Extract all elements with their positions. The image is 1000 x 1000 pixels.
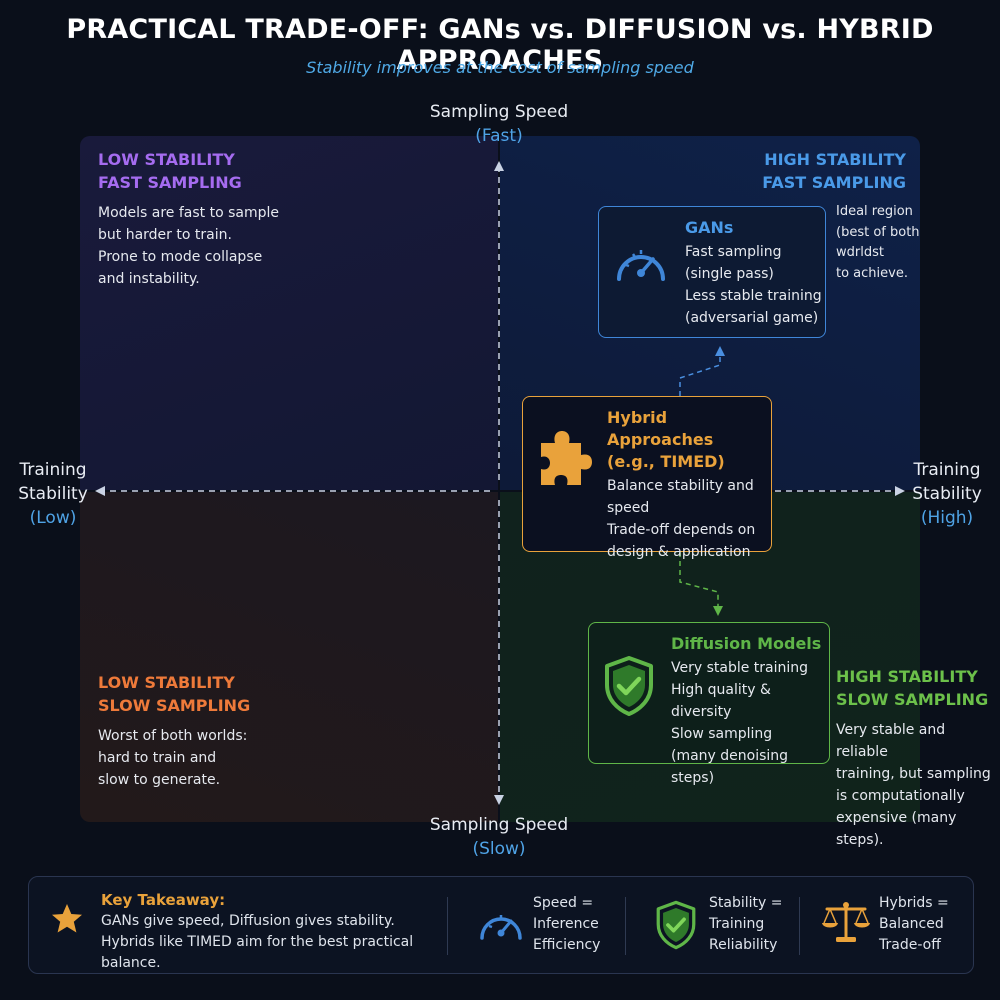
quadrant-br-line: Very stable and reliable bbox=[836, 722, 946, 760]
quadrant-tr-line: wdrldst bbox=[836, 245, 884, 260]
star-icon bbox=[52, 904, 82, 933]
quadrant-br-title-1: HIGH STABILITY bbox=[836, 667, 978, 686]
hybrid-card-line: design & application bbox=[607, 544, 751, 560]
quadrant-bl-line: hard to train and bbox=[98, 750, 217, 766]
legend-hybrids-line: Trade-off bbox=[879, 937, 941, 953]
quadrant-tl-line: Prone to mode collapse bbox=[98, 249, 263, 265]
quadrant-low-stability-slow-sampling bbox=[80, 492, 498, 822]
legend-speed-line: Speed = bbox=[533, 895, 594, 911]
puzzle-piece-icon bbox=[541, 431, 592, 485]
quadrant-tr-title-1: HIGH STABILITY bbox=[764, 150, 906, 169]
diffusion-card: Diffusion Models Very stable training Hi… bbox=[588, 622, 830, 786]
key-takeaway-line: Hybrids like TIMED aim for the best prac… bbox=[101, 934, 414, 971]
key-takeaway-line: GANs give speed, Diffusion gives stabili… bbox=[101, 913, 395, 929]
gans-card: GANs Fast sampling (single pass) Less st… bbox=[598, 206, 826, 338]
quadrant-tr-line: Ideal region bbox=[836, 204, 913, 219]
quadrant-tl-title-1: LOW STABILITY bbox=[98, 150, 235, 169]
legend-speed-line: Efficiency bbox=[533, 937, 601, 953]
quadrant-text-top-left: LOW STABILITY FAST SAMPLING Models are f… bbox=[98, 148, 458, 290]
gans-card-title: GANs bbox=[685, 218, 734, 237]
connector-hybrid-to-diffusion bbox=[679, 552, 723, 616]
gans-card-line: Fast sampling bbox=[685, 244, 782, 260]
key-takeaway-title: Key Takeaway: bbox=[101, 891, 226, 909]
axis-right-sub: (High) bbox=[920, 508, 974, 528]
shield-check-icon bbox=[605, 656, 653, 716]
axis-bottom-sub: (Slow) bbox=[472, 839, 526, 859]
quadrant-tr-line: (best of both bbox=[836, 224, 920, 240]
axis-label-left: Training Stability (Low) bbox=[8, 458, 98, 530]
page-title: PRACTICAL TRADE-OFF: GANs vs. DIFFUSION … bbox=[66, 14, 934, 76]
legend-speed-line: Inference bbox=[533, 916, 599, 932]
axis-left-label-2: Stability bbox=[18, 484, 88, 504]
diffusion-card-line: Very stable training bbox=[671, 660, 809, 676]
quadrant-br-line: training, but sampling bbox=[836, 766, 991, 782]
quadrant-bl-line: slow to generate. bbox=[98, 772, 221, 788]
connector-hybrid-to-gans bbox=[679, 346, 725, 396]
speedometer-icon bbox=[480, 915, 522, 940]
quadrant-br-line: expensive (many steps). bbox=[836, 810, 957, 848]
quadrant-text-top-right: Ideal region (best of both wdrldst to ac… bbox=[836, 202, 926, 284]
diffusion-card-line: High quality & diversity bbox=[671, 682, 771, 720]
hybrid-card-line: speed bbox=[607, 500, 650, 516]
axis-left-sub: (Low) bbox=[29, 508, 77, 528]
axis-left-label-1: Training bbox=[19, 460, 87, 480]
gans-card-line: Less stable training bbox=[685, 288, 822, 304]
hybrid-card-title: Hybrid Approaches bbox=[607, 408, 714, 449]
speedometer-icon bbox=[617, 250, 665, 281]
hybrid-card: Hybrid Approaches (e.g., TIMED) Balance … bbox=[522, 396, 772, 560]
hybrid-card-line: Trade-off depends on bbox=[607, 522, 756, 538]
gans-card-line: (single pass) bbox=[685, 266, 774, 282]
legend-hybrids-line: Hybrids = bbox=[879, 895, 949, 911]
axis-label-right: Training Stability (High) bbox=[902, 458, 992, 530]
page-subtitle: Stability improves at the cost of sampli… bbox=[306, 58, 694, 77]
hybrid-card-subtitle: (e.g., TIMED) bbox=[607, 452, 725, 471]
quadrant-tl-title-2: FAST SAMPLING bbox=[98, 173, 242, 192]
quadrant-text-bottom-right: HIGH STABILITY SLOW SAMPLING Very stable… bbox=[836, 665, 996, 851]
quadrant-text-bottom-left: LOW STABILITY SLOW SAMPLING Worst of bot… bbox=[98, 671, 458, 791]
legend-stability-line: Stability = bbox=[709, 895, 783, 911]
quadrant-tl-line: but harder to train. bbox=[98, 227, 232, 243]
hybrid-card-line: Balance stability and bbox=[607, 478, 754, 494]
quadrant-br-title-2: SLOW SAMPLING bbox=[836, 690, 989, 709]
diffusion-card-title: Diffusion Models bbox=[671, 634, 822, 653]
gans-card-line: (adversarial game) bbox=[685, 310, 819, 326]
axis-top-label: Sampling Speed bbox=[429, 102, 569, 122]
balance-scale-icon bbox=[822, 902, 870, 942]
quadrant-bl-title-2: SLOW SAMPLING bbox=[98, 696, 251, 715]
axis-label-top: Sampling Speed (Fast) bbox=[399, 100, 599, 148]
quadrant-tl-line: Models are fast to sample bbox=[98, 205, 280, 221]
diffusion-card-line: (many denoising steps) bbox=[671, 748, 789, 786]
quadrant-title-top-right: HIGH STABILITY FAST SAMPLING bbox=[706, 148, 906, 194]
legend-divider bbox=[799, 897, 800, 955]
axis-bottom-label: Sampling Speed bbox=[429, 815, 569, 835]
axis-right-label-2: Stability bbox=[912, 484, 982, 504]
quadrant-tr-title-2: FAST SAMPLING bbox=[762, 173, 906, 192]
quadrant-tl-line: and instability. bbox=[98, 271, 200, 287]
legend-divider bbox=[447, 897, 448, 955]
quadrant-tr-line: to achieve. bbox=[836, 265, 908, 281]
quadrant-bl-title-1: LOW STABILITY bbox=[98, 673, 235, 692]
shield-check-icon bbox=[656, 900, 696, 950]
key-takeaway-panel: Key Takeaway: GANs give speed, Diffusion… bbox=[28, 876, 974, 974]
legend-stability-line: Training bbox=[709, 916, 765, 932]
legend-stability-line: Reliability bbox=[709, 937, 778, 953]
axis-right-label-1: Training bbox=[913, 460, 981, 480]
legend-divider bbox=[625, 897, 626, 955]
quadrant-low-stability-fast-sampling bbox=[80, 136, 498, 490]
diffusion-card-line: Slow sampling bbox=[671, 726, 773, 742]
quadrant-br-line: is computationally bbox=[836, 788, 965, 804]
axis-top-sub: (Fast) bbox=[475, 126, 523, 146]
legend-hybrids-line: Balanced bbox=[879, 916, 944, 932]
quadrant-bl-line: Worst of both worlds: bbox=[98, 728, 248, 744]
axis-label-bottom: Sampling Speed (Slow) bbox=[399, 813, 599, 861]
